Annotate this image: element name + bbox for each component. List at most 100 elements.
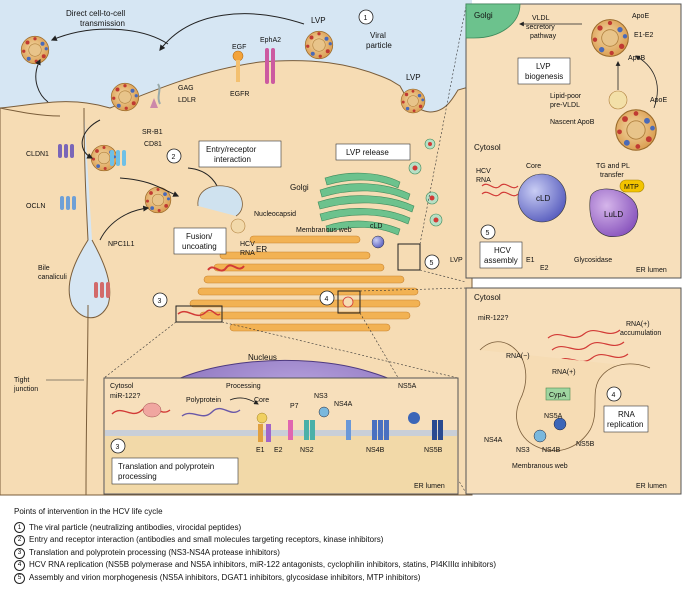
mtp-label: MTP [624,184,639,191]
lipid-poor-label-2: pre-VLDL [550,102,580,109]
panel-lvp-nascent [614,108,658,152]
ocln-label: OCLN [26,203,45,210]
hcv-assembly-label-2: assembly [484,256,518,265]
legend-text-2: Entry and receptor interaction (antibodi… [29,535,384,545]
panel-hcv-rna-label-1: HCV [476,168,491,175]
legend-marker-4: 4 [14,560,25,572]
direct-transmission-label-2: transmission [80,19,125,28]
hcv-assembly-box [479,241,523,269]
legend-marker-5: 5 [14,572,25,584]
panel-bottom-ns4a-label: NS4A [334,401,353,408]
lvp-biogenesis-label-1: LVP [536,62,551,71]
translation-box [111,457,239,485]
panel-mid-cytosol-label: Cytosol [474,293,501,302]
translation-rna [111,406,171,415]
direct-transmission-label-1: Direct cell-to-cell [66,9,125,18]
receptor-egf: EGF [232,44,246,82]
receptor-epha2: EphA2 [260,37,281,84]
panel-e1-label: E1 [526,257,535,264]
legend-title: Points of intervention in the HCV life c… [14,507,163,516]
panel-marker-5: 5 [486,230,490,237]
tg-pl-label-1: TG and PL [596,163,630,170]
marker-2: 2 [172,154,176,161]
marker-5: 5 [430,260,434,267]
receptor-ldlr [150,83,161,108]
replication-panel: Cytosol miR-122? RNA(+) accumulation RNA… [465,287,682,495]
ns3-protein [533,429,547,443]
rna-plus-label: RNA(+) [552,369,576,376]
egf-label: EGF [232,44,246,51]
panel-mid-ns4b-label: NS4B [542,447,561,454]
nucleocapsid-label: Nucleocapsid [254,211,296,218]
panel-top-cytosol-label: Cytosol [474,143,501,152]
panel-bottom-ns5b-label: NS5B [424,447,443,454]
gag-label: GAG [178,85,194,92]
lvp-right-label: LVP [450,257,463,264]
vldl-label-2: secretory [526,24,555,31]
translation-label-2: processing [118,472,157,481]
viral-particle-label-1: Viral [370,31,386,40]
mtp-badge [619,179,645,193]
panel-golgi-label: Golgi [474,11,493,20]
panel-top-er-lumen-label: ER lumen [636,267,667,274]
marker-3: 3 [158,298,162,305]
cypa-label: CypA [549,392,566,399]
entry-label-1: Entry/receptor [206,145,257,154]
lvp-release-label: LVP release [346,148,389,157]
panel-bottom-core-label: Core [254,397,269,404]
tight-junction-label-2: junction [13,386,38,393]
hcv-lifecycle-diagram: Nucleus ER Golgi LVP LVP release Di [0,0,682,496]
apoe1-label: ApoE [632,13,649,20]
hcv-rna-strand [207,264,245,272]
golgi-label: Golgi [290,183,309,192]
panel-mid-membranous-web-label: Membranous web [512,463,568,470]
vldl-label-1: VLDL [532,15,550,22]
panel-marker-3: 3 [116,444,120,451]
panel-mid-mir122-label: miR-122? [478,315,508,322]
rna-plus-acc-label-2: accumulation [620,330,661,337]
panel-hcv-rna [481,183,519,189]
panel-lvp-mature [590,18,630,58]
marker-1: 1 [364,15,368,22]
replication-zoom-box [337,290,361,314]
panel-e2-label: E2 [540,265,549,272]
hcv-rna-label-2: RNA [240,250,255,257]
rna-plus-acc-label-1: RNA(+) [626,321,650,328]
ldlr-label: LDLR [178,97,196,104]
vldl-label-3: pathway [530,33,557,40]
cypa-badge [545,387,571,401]
panel-bottom-e1-label: E1 [256,447,265,454]
receptor-cd81 [110,150,126,166]
polyprotein-label: Polyprotein [186,397,221,404]
pre-vldl-particle [608,90,628,110]
fusion-label-1: Fusion/ [186,232,213,241]
receptor-cldn1 [58,144,74,158]
panel-bottom-ns5a-label: NS5A [398,383,417,390]
legend-text-5: Assembly and virion morphogenesis (NS5A … [29,572,421,582]
rna-replication-label-2: replication [607,420,643,429]
panel-mid-ns4a-label: NS4A [484,437,503,444]
legend-item-5: 5 Assembly and virion morphogenesis (NS5A… [14,572,674,585]
p7-label: P7 [290,403,299,410]
cld-label: cLD [370,223,382,230]
panel-mid-ns5b-label: NS5B [576,441,595,448]
lvp-top-label: LVP [311,16,326,25]
bile-label-1: Bile [38,265,50,272]
bile-label-2: canaliculi [38,274,67,281]
lvp-particle-1 [20,35,50,65]
endosome [197,185,246,234]
lvp-particle-bound [110,82,140,112]
rna-minus-label: RNA(−) [506,353,530,360]
polyprotein-chain [181,407,241,417]
rna-replication-box [603,405,649,433]
membrane-proteins [258,412,443,442]
panel-bottom-cytosol-label: Cytosol [110,383,134,390]
panel-mid-ns5a-label: NS5A [544,413,563,420]
cd81-label: CD81 [144,141,162,148]
panel-marker-4: 4 [612,392,616,399]
tg-pl-label-2: transfer [600,172,624,179]
translation-zoom-box [175,305,223,323]
rna-replication-label-1: RNA [618,410,636,419]
panel-luld [589,188,639,237]
